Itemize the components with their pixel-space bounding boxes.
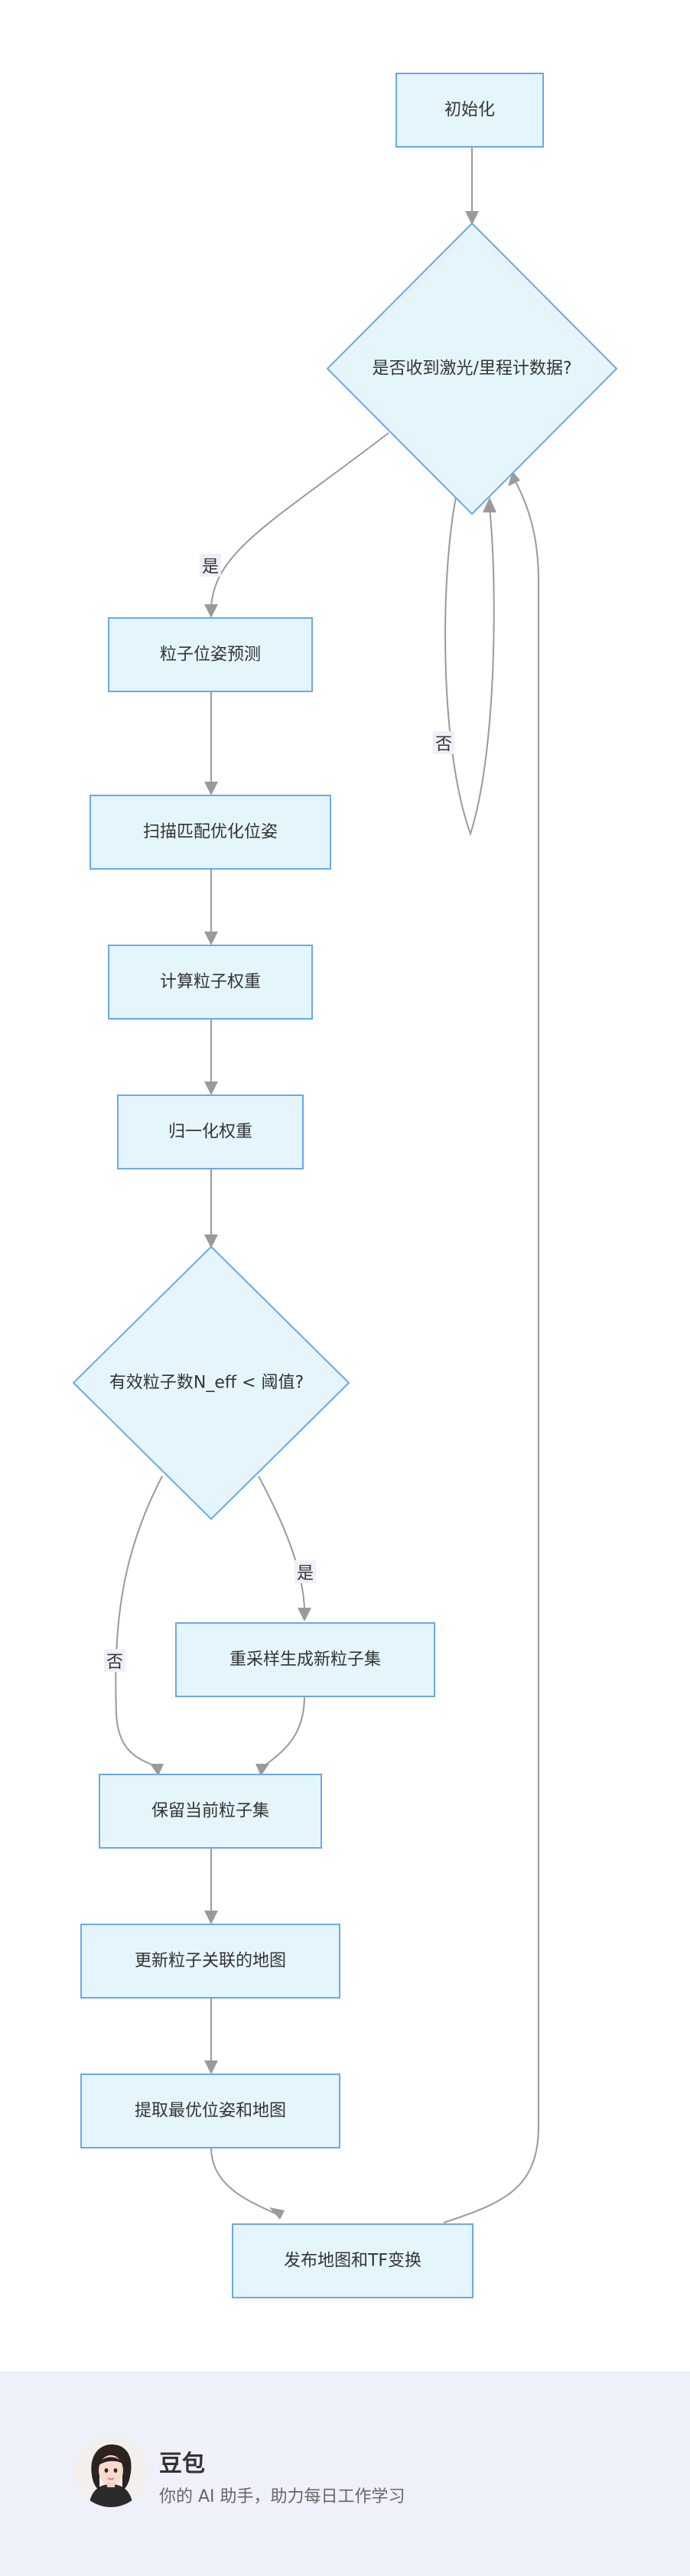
node-neff-check: 有效粒子数N_eff < 阈值? <box>72 1245 350 1521</box>
brand-name: 豆包 <box>159 2451 205 2477</box>
edge-extract-to-publish <box>210 2147 276 2214</box>
node-extract: 提取最优位姿和地图 <box>80 2073 340 2148</box>
edge-label-check-yes: 是 <box>202 558 219 577</box>
arrowhead <box>204 1234 218 1248</box>
node-weights-label: 计算粒子权重 <box>160 973 261 992</box>
arrowhead <box>204 1911 218 1924</box>
node-normalize: 归一化权重 <box>117 1094 304 1169</box>
node-keep: 保留当前粒子集 <box>99 1774 322 1849</box>
node-neff-check-label: 有效粒子数N_eff < 阈值? <box>109 1374 304 1393</box>
arrowhead <box>204 2060 218 2074</box>
arrowhead <box>204 932 218 945</box>
edge-label-neff-yes: 是 <box>297 1564 314 1583</box>
edges <box>115 147 539 2223</box>
node-resample-label: 重采样生成新粒子集 <box>229 1651 381 1670</box>
node-scan-match-label: 扫描匹配优化位姿 <box>143 823 278 842</box>
node-predict-label: 粒子位姿预测 <box>160 646 261 665</box>
node-check-data: 是否收到激光/里程计数据? <box>326 222 618 516</box>
arrowhead <box>150 1764 164 1776</box>
nodes: 初始化 是否收到激光/里程计数据? 粒子位姿预测 扫描匹配优化位姿 计算粒子权重… <box>72 73 618 2298</box>
edge-check-yes-to-predict <box>210 432 389 608</box>
node-weights: 计算粒子权重 <box>108 945 313 1020</box>
node-init-label: 初始化 <box>444 101 495 120</box>
arrowhead <box>465 211 479 225</box>
node-update-map-label: 更新粒子关联的地图 <box>135 1952 286 1971</box>
node-update-map: 更新粒子关联的地图 <box>80 1924 340 1999</box>
node-predict: 粒子位姿预测 <box>108 617 313 692</box>
edge-resample-to-keep <box>262 1696 305 1768</box>
arrowhead <box>269 2207 285 2220</box>
node-resample: 重采样生成新粒子集 <box>175 1622 435 1697</box>
arrowhead <box>298 1608 311 1621</box>
node-extract-label: 提取最优位姿和地图 <box>135 2102 286 2121</box>
arrowhead <box>204 1081 218 1095</box>
edge-neff-yes-to-resample <box>258 1475 305 1610</box>
edge-check-no-loop <box>444 496 495 837</box>
arrowhead <box>204 604 218 618</box>
avatar-icon <box>75 2435 147 2507</box>
arrowhead <box>508 471 520 486</box>
arrowhead <box>255 1764 269 1776</box>
node-keep-label: 保留当前粒子集 <box>151 1802 269 1821</box>
node-publish-label: 发布地图和TF变换 <box>284 2252 421 2271</box>
brand-tagline: 你的 AI 助手，助力每日工作学习 <box>159 2487 405 2506</box>
arrowhead <box>204 782 218 795</box>
node-publish: 发布地图和TF变换 <box>232 2223 474 2298</box>
edge-publish-back-to-check <box>443 481 539 2223</box>
node-check-data-label: 是否收到激光/里程计数据? <box>372 359 571 379</box>
edge-labels: 是 否 是 否 <box>104 554 454 1672</box>
node-init: 初始化 <box>395 73 544 148</box>
edge-neff-no-to-keep <box>115 1475 163 1768</box>
edge-label-check-no: 否 <box>435 735 452 754</box>
node-normalize-label: 归一化权重 <box>168 1123 252 1142</box>
node-scan-match: 扫描匹配优化位姿 <box>90 795 331 870</box>
flowchart: 是 否 是 否 初始化 是否收到激光/里程计数据? 粒子位姿预测 扫描匹配优化位… <box>72 73 618 2298</box>
edge-label-neff-no: 否 <box>106 1653 123 1672</box>
arrowhead <box>483 497 496 512</box>
